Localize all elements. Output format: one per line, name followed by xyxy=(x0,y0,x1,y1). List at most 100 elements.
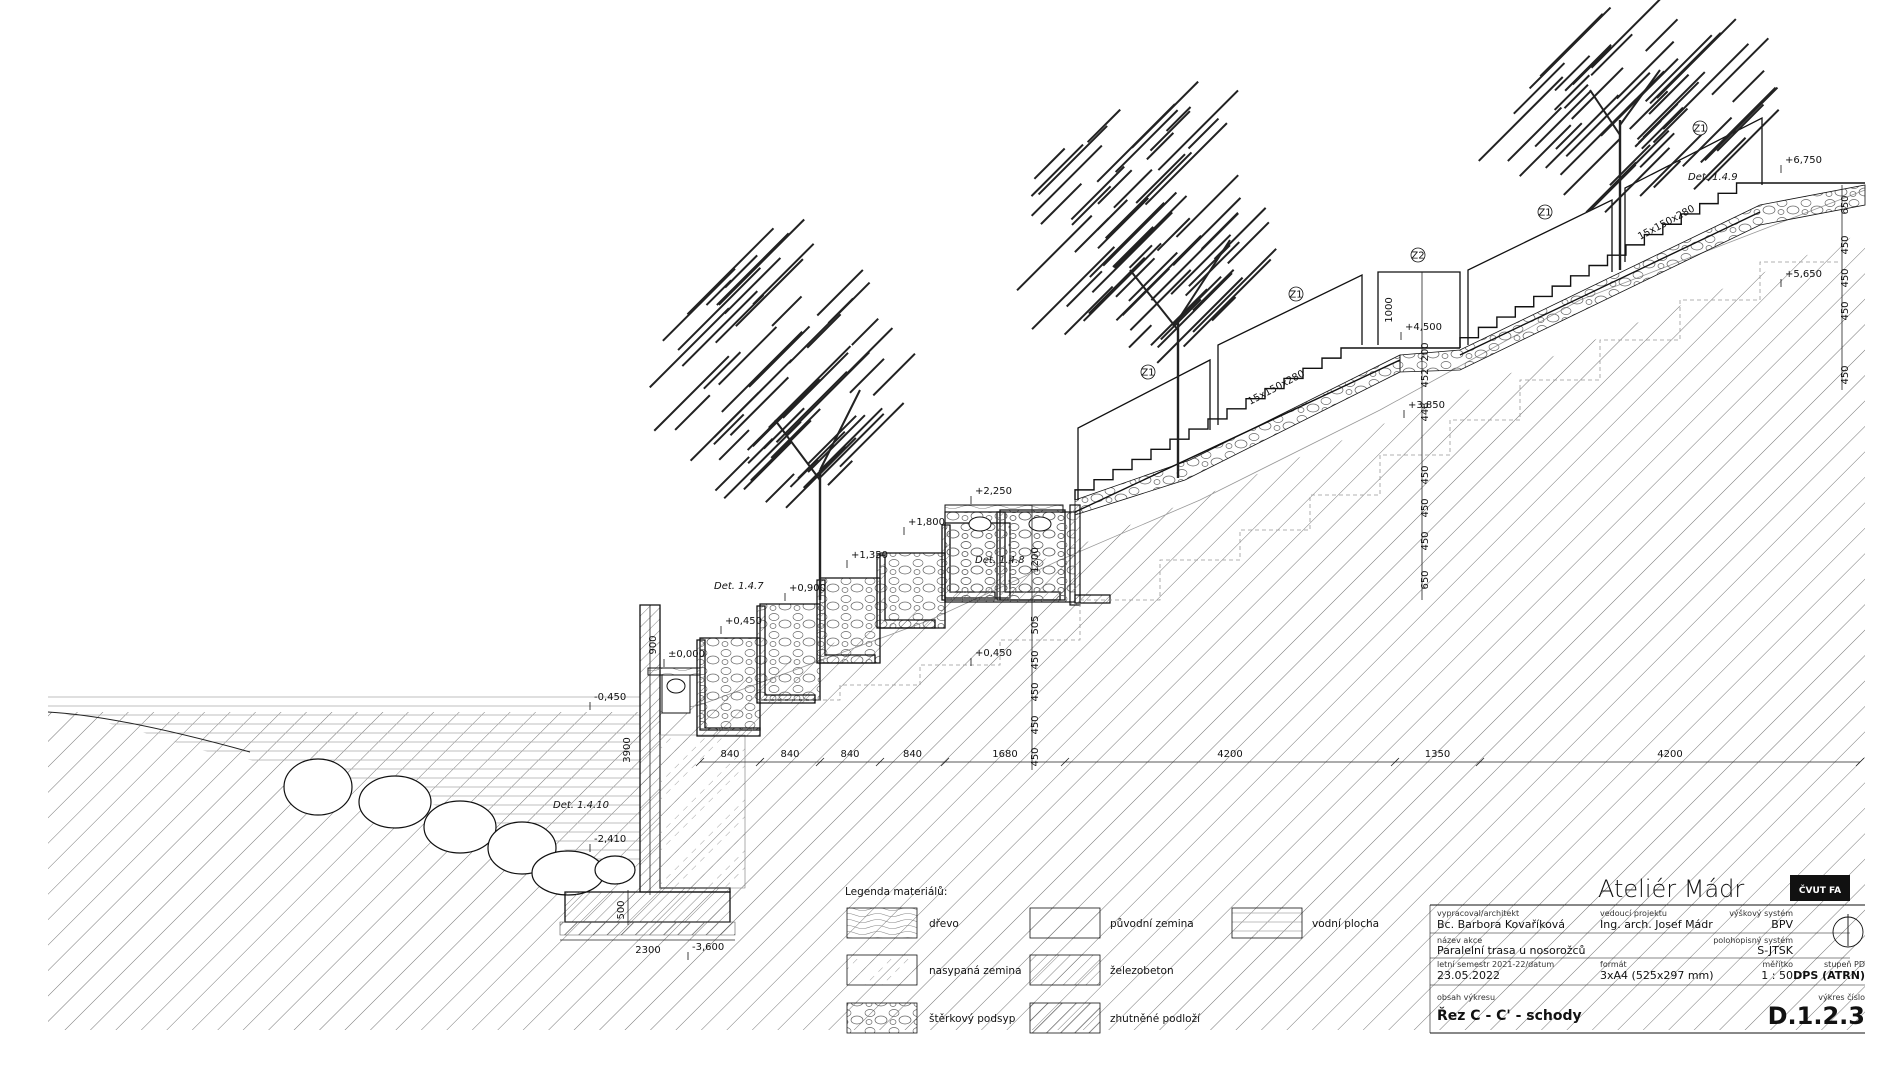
canopy-stroke xyxy=(1188,244,1231,287)
canopy-stroke xyxy=(735,258,804,327)
dim-bottom-value: 1350 xyxy=(1425,749,1450,760)
drawing-label: 450 xyxy=(1030,715,1041,734)
canopy-stroke xyxy=(1165,106,1192,132)
canopy-stroke xyxy=(807,415,857,465)
canopy-stroke xyxy=(1590,33,1633,77)
canopy-stroke xyxy=(1653,160,1682,189)
canopy-stroke xyxy=(1096,103,1176,183)
legend-title: Legenda materiálů: xyxy=(845,886,947,898)
drawing-label: 452 xyxy=(1420,368,1431,387)
canopy-stroke xyxy=(1645,18,1679,52)
legend-swatch-concrete xyxy=(1029,954,1101,986)
drawing-labels: +6,750+5,650+4,500+3,850+2,250+1,800+1,3… xyxy=(553,120,1851,960)
drawing-label: -2,410 xyxy=(594,834,626,845)
dimension-vertical-left xyxy=(627,505,1033,925)
canopy-stroke xyxy=(1030,143,1084,197)
canopy-stroke xyxy=(1128,324,1153,349)
drawing-label: 15x150x280 xyxy=(1636,203,1697,242)
stage-value: DPS (ATRN) xyxy=(1793,969,1865,982)
tree-middle xyxy=(1129,239,1231,478)
canopy-stroke xyxy=(771,295,803,327)
canopy-stroke xyxy=(716,232,790,306)
drain-pipe xyxy=(666,678,686,694)
canopy-stroke xyxy=(1149,110,1191,152)
canopy-stroke xyxy=(1031,246,1116,330)
canopy-stroke xyxy=(1528,6,1612,90)
canopy-stroke xyxy=(827,297,854,324)
canopy-stroke xyxy=(1070,165,1125,221)
drawing-no-label: výkres číslo xyxy=(1818,992,1865,1002)
canopy-stroke xyxy=(1157,89,1239,171)
canopy-stroke xyxy=(768,345,852,429)
canopy-stroke xyxy=(1609,144,1651,186)
canopy-stroke xyxy=(1636,71,1706,141)
drawing-label: Z1 xyxy=(1693,124,1706,135)
tree-left xyxy=(774,389,861,600)
drawing-label: 450 xyxy=(1840,365,1851,384)
canopy-stroke xyxy=(1639,132,1675,169)
drawing-label: +2,250 xyxy=(975,486,1012,497)
tree-canopy-left xyxy=(649,218,916,509)
drawing-label: +4,500 xyxy=(1405,322,1442,333)
tree-canopy-middle xyxy=(1016,80,1277,364)
drawing-label: 1200 xyxy=(1030,547,1041,572)
stair-steps xyxy=(1074,182,1755,500)
canopy-stroke xyxy=(1716,103,1765,152)
drawing-label: 3900 xyxy=(622,737,633,762)
canopy-stroke xyxy=(1192,248,1277,333)
dim-bottom-value: 840 xyxy=(840,749,859,760)
canopy-stroke xyxy=(1063,285,1114,336)
canopy-stroke xyxy=(729,376,790,436)
drawing-label: 450 xyxy=(1420,531,1431,550)
canopy-stroke xyxy=(715,294,765,344)
drawing-label: +0,900 xyxy=(789,583,826,594)
drawing-label: 505 xyxy=(1030,615,1041,634)
canopy-stroke xyxy=(649,307,730,389)
studio-name: Ateliér Mádr xyxy=(1598,875,1744,903)
canopy-stroke xyxy=(849,358,885,394)
canopy-stroke xyxy=(851,318,879,346)
canopy-stroke xyxy=(1171,275,1222,327)
legend-label-original-soil: původní zemina xyxy=(1110,918,1194,930)
canopy-stroke xyxy=(721,330,803,413)
canopy-stroke xyxy=(1553,74,1591,111)
canopy-stroke xyxy=(752,243,815,306)
canopy-stroke xyxy=(1040,183,1083,225)
format-label: formát xyxy=(1600,960,1627,969)
canopy-stroke xyxy=(1170,234,1232,295)
legend-label-wood: dřevo xyxy=(929,918,959,930)
content-label: obsah výkresu xyxy=(1437,993,1495,1002)
canopy-stroke xyxy=(1086,108,1121,143)
canopy-stroke xyxy=(782,352,849,419)
railing-tag xyxy=(1140,364,1156,380)
railing-tag xyxy=(1537,204,1553,220)
drawing-label: +3,850 xyxy=(1408,400,1445,411)
canopy-stroke xyxy=(718,218,805,306)
canopy-stroke xyxy=(1682,116,1733,168)
canopy-stroke xyxy=(1172,197,1242,266)
legend-swatch-original-soil xyxy=(1029,907,1101,939)
canopy-stroke xyxy=(839,402,905,468)
date-value: 23.05.2022 xyxy=(1437,969,1500,982)
canopy-stroke xyxy=(1707,109,1780,182)
canopy-stroke xyxy=(1227,221,1270,265)
scale-value: 1 : 50 xyxy=(1761,969,1793,982)
canopy-stroke xyxy=(1519,124,1572,177)
canopy-stroke xyxy=(1129,269,1192,331)
scale-label: měřítko xyxy=(1762,960,1793,969)
canopy-stroke xyxy=(1146,132,1175,161)
canopy-stroke xyxy=(1641,106,1684,150)
drawing-label: 450 xyxy=(1840,235,1851,254)
drawing-label: 448 xyxy=(1420,402,1431,421)
canopy-stroke xyxy=(1121,267,1170,316)
canopy-stroke xyxy=(718,326,778,386)
canopy-stroke xyxy=(1507,106,1563,162)
logo-text: ČVUT FA xyxy=(1799,884,1841,896)
drawing-label: ±0,000 xyxy=(668,649,705,660)
canopy-stroke xyxy=(1571,67,1624,120)
stair-underside-2 xyxy=(1459,211,1761,356)
drawing-label: -0,450 xyxy=(594,692,626,703)
canopy-stroke xyxy=(818,413,885,479)
action-name: Paralelní trasa u nosorožců xyxy=(1437,944,1586,957)
position-system-label: polohopisný systém xyxy=(1713,935,1793,945)
